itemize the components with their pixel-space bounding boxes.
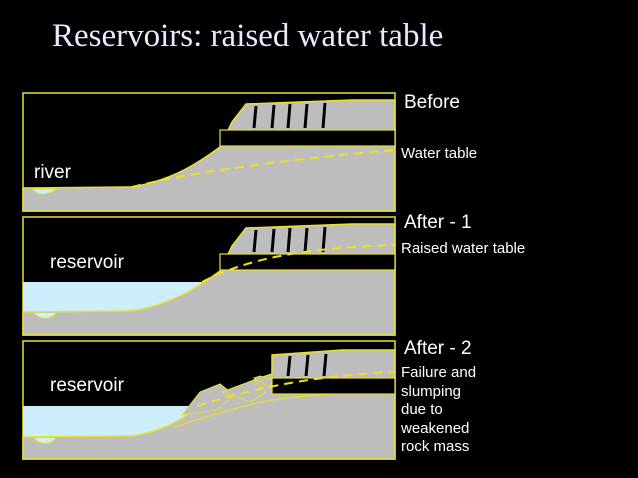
water-table-line: [131, 149, 396, 188]
dark-rock-band: [219, 129, 396, 147]
water-table-note: Water table: [401, 145, 478, 162]
dark-rock-band: [219, 253, 396, 271]
water-table-line: [196, 371, 396, 407]
panel-heading-after-1: After - 1: [404, 212, 472, 233]
diagram-after-1: [22, 216, 396, 336]
reservoir-label-2: reservoir: [50, 375, 124, 396]
failure-note: Failure and slumping due to weakened roc…: [401, 364, 476, 457]
slump-block-2: [220, 379, 267, 403]
raised-water-table-line: [201, 244, 396, 283]
slump-block-1: [180, 383, 235, 416]
joints: [286, 353, 328, 377]
raised-water-table-note: Raised water table: [401, 240, 526, 257]
diagram-after-2: [22, 340, 396, 460]
failure-note-line: due to: [401, 401, 443, 418]
reservoir-label: reservoir: [50, 252, 124, 273]
joints: [252, 102, 327, 129]
panel-heading-before: Before: [404, 92, 460, 113]
river-water: [31, 188, 58, 195]
lakebed-notch: [33, 312, 57, 319]
failure-note-line: weakened: [401, 419, 470, 437]
lakebed-notch: [33, 437, 57, 444]
diagram-before: [22, 92, 396, 212]
failure-note-line: rock mass: [401, 438, 470, 455]
river-label: river: [34, 162, 71, 183]
reservoir-water: [23, 406, 197, 437]
failure-note-line: slumping: [401, 382, 462, 400]
joints: [252, 226, 327, 253]
dark-rock-band: [271, 377, 396, 395]
slide-title: Reservoirs: raised water table: [52, 18, 444, 54]
failure-note-line: Failure and: [401, 364, 477, 381]
panel-heading-after-2: After - 2: [404, 338, 472, 359]
